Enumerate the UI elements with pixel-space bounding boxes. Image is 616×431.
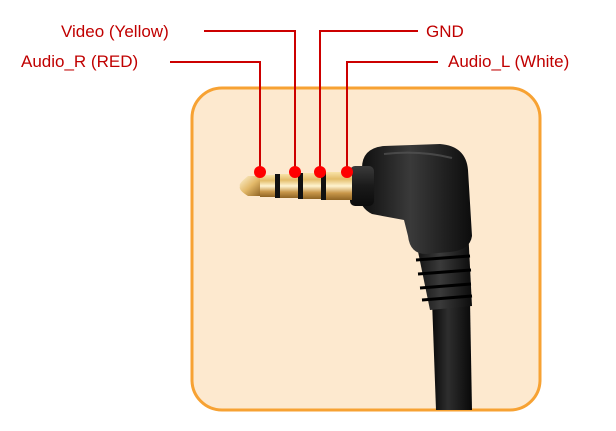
insulator-ring-2 <box>298 173 303 199</box>
contact-markers <box>254 166 353 178</box>
insulator-ring-3 <box>321 172 326 200</box>
leader-line-gnd <box>319 30 418 170</box>
label-video: Video (Yellow) <box>61 22 169 41</box>
leader-line-audio-l <box>346 61 438 170</box>
av-4-pole-right-angle-jack-icon <box>239 144 473 410</box>
label-audio-r: Audio_R (RED) <box>21 52 138 71</box>
leader-line-audio-r <box>170 61 261 170</box>
insulator-ring-1 <box>275 174 280 198</box>
label-audio-l: Audio_L (White) <box>448 52 569 71</box>
marker-dot-audio-r <box>254 166 266 178</box>
marker-dot-gnd <box>314 166 326 178</box>
marker-dot-audio-l <box>341 166 353 178</box>
pin-tip <box>239 176 262 196</box>
marker-dot-video <box>289 166 301 178</box>
leader-lines <box>170 30 438 170</box>
diagram-panel <box>190 86 542 412</box>
plug-collar <box>350 166 374 206</box>
leader-line-video <box>204 30 296 170</box>
plug-head <box>360 144 472 254</box>
cable <box>432 300 472 410</box>
pin-segment-3 <box>303 173 321 199</box>
label-gnd: GND <box>426 22 464 41</box>
pin-segment-2 <box>280 174 298 198</box>
pin-segment-1 <box>260 175 276 197</box>
